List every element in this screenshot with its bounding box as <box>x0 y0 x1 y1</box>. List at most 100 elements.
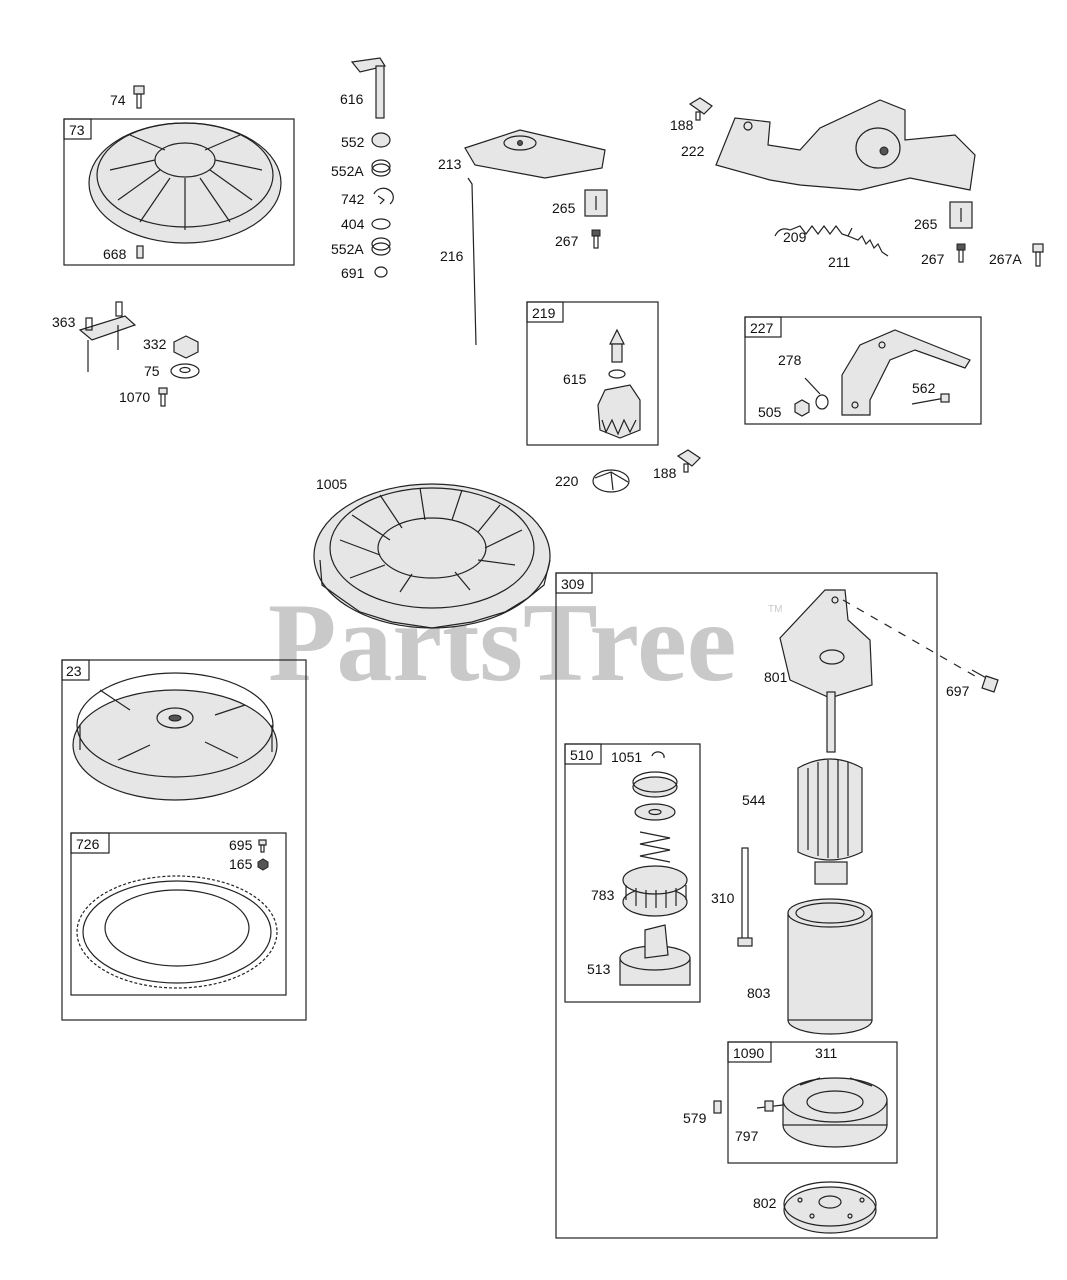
callout-332: 332 <box>143 336 167 352</box>
part-802-end-plate[interactable] <box>783 1181 877 1234</box>
part-697-screw[interactable] <box>971 669 999 693</box>
part-513-drive[interactable] <box>619 924 691 986</box>
part-695-screw[interactable] <box>258 839 267 853</box>
part-616-shaft[interactable] <box>350 57 386 119</box>
box-73-label: 73 <box>69 122 85 138</box>
callout-801: 801 <box>764 669 788 685</box>
part-1005-fan[interactable] <box>313 483 551 629</box>
callout-310: 310 <box>711 890 735 906</box>
part-211-spring[interactable] <box>847 234 889 257</box>
part-23-flywheel[interactable] <box>72 672 278 801</box>
part-227-lever[interactable] <box>841 329 971 416</box>
part-742-clip[interactable] <box>373 187 394 205</box>
part-801-end-cap[interactable] <box>779 589 873 699</box>
part-267-top[interactable] <box>591 229 601 249</box>
callout-513: 513 <box>587 961 611 977</box>
callout-691: 691 <box>341 265 365 281</box>
callout-797: 797 <box>735 1128 759 1144</box>
part-510-spring[interactable] <box>639 831 671 863</box>
callout-562: 562 <box>912 380 936 396</box>
part-1070-bolt[interactable] <box>158 387 168 407</box>
part-213-plate[interactable] <box>464 129 606 179</box>
part-278-washer[interactable] <box>815 394 829 410</box>
box-510: 510 1051 783 513 <box>564 743 701 1003</box>
callout-695: 695 <box>229 837 253 853</box>
callout-742: 742 <box>341 191 365 207</box>
callout-311: 311 <box>815 1045 838 1061</box>
callout-783: 783 <box>591 887 615 903</box>
box-510-label: 510 <box>570 747 594 763</box>
callout-165: 165 <box>229 856 253 872</box>
callout-1005: 1005 <box>316 476 347 492</box>
part-552[interactable] <box>371 132 391 148</box>
callout-74: 74 <box>110 92 126 108</box>
part-668[interactable] <box>136 245 144 259</box>
watermark-tm: TM <box>768 604 782 615</box>
part-267-right[interactable] <box>956 243 966 263</box>
callout-616: 616 <box>340 91 364 107</box>
callout-363: 363 <box>52 314 76 330</box>
part-544-armature[interactable] <box>797 691 863 885</box>
blower-cover-part[interactable] <box>88 122 282 244</box>
part-562-screw[interactable] <box>911 393 950 405</box>
callout-211: 211 <box>828 254 851 270</box>
part-216-rod[interactable] <box>467 177 477 346</box>
part-332-nut[interactable] <box>173 335 199 359</box>
part-1051-clip[interactable] <box>651 751 665 759</box>
part-552a-bottom[interactable] <box>371 237 391 256</box>
box-726: 726 695 165 <box>70 832 287 996</box>
part-803-housing[interactable] <box>787 898 873 1035</box>
box-219: 219 615 <box>526 301 659 446</box>
part-265-top[interactable] <box>584 189 608 217</box>
callout-75: 75 <box>144 363 160 379</box>
box-309-label: 309 <box>561 576 585 592</box>
box-227: 227 278 505 562 <box>744 316 982 425</box>
box-1090-label: 1090 <box>733 1045 764 1061</box>
box-23-label: 23 <box>66 663 82 679</box>
callout-552: 552 <box>341 134 365 150</box>
part-363-bracket[interactable] <box>78 301 137 372</box>
callout-216: 216 <box>440 248 464 264</box>
box-1090: 1090 311 797 <box>727 1041 898 1164</box>
part-265-right[interactable] <box>949 201 973 229</box>
callout-222: 222 <box>681 143 705 159</box>
part-220-cam[interactable] <box>592 469 630 493</box>
part-726-ring-gear[interactable] <box>76 875 278 989</box>
part-74-bolt[interactable] <box>133 85 145 109</box>
callout-265-right: 265 <box>914 216 938 232</box>
leader-278 <box>804 377 821 395</box>
part-691[interactable] <box>374 266 388 278</box>
part-615-pin[interactable] <box>608 328 626 379</box>
callout-544: 544 <box>742 792 766 808</box>
callout-188-top: 188 <box>670 117 694 133</box>
part-510-washer[interactable] <box>634 803 676 821</box>
callout-267A: 267A <box>989 251 1022 267</box>
part-75-washer[interactable] <box>170 363 200 379</box>
box-23: 23 726 695 165 <box>61 659 307 1021</box>
part-209-spring[interactable] <box>774 225 853 237</box>
callout-552a-bottom: 552A <box>331 241 364 257</box>
box-309: 309 801 544 310 803 <box>555 572 976 1239</box>
part-1090-brush-holder[interactable] <box>782 1077 888 1148</box>
part-310-bolt[interactable] <box>737 847 753 947</box>
part-505-nut[interactable] <box>794 399 810 417</box>
part-219-gear[interactable] <box>597 384 641 439</box>
callout-579: 579 <box>683 1110 707 1126</box>
part-188-mid[interactable] <box>676 449 701 473</box>
callout-265-top: 265 <box>552 200 576 216</box>
part-404-washer[interactable] <box>371 218 391 230</box>
part-797-terminal[interactable] <box>756 1100 784 1112</box>
part-552a-top[interactable] <box>371 159 391 177</box>
part-222-bracket[interactable] <box>715 99 976 191</box>
callout-209: 209 <box>783 229 807 245</box>
callout-404: 404 <box>341 216 365 232</box>
part-267A[interactable] <box>1032 243 1044 267</box>
part-579[interactable] <box>713 1100 722 1114</box>
callout-188-mid: 188 <box>653 465 677 481</box>
part-188-top[interactable] <box>688 97 713 121</box>
callout-615: 615 <box>563 371 587 387</box>
callout-552a-top: 552A <box>331 163 364 179</box>
part-510-cap[interactable] <box>632 771 678 798</box>
part-783-gear[interactable] <box>622 865 688 917</box>
part-165-nut[interactable] <box>257 858 269 871</box>
